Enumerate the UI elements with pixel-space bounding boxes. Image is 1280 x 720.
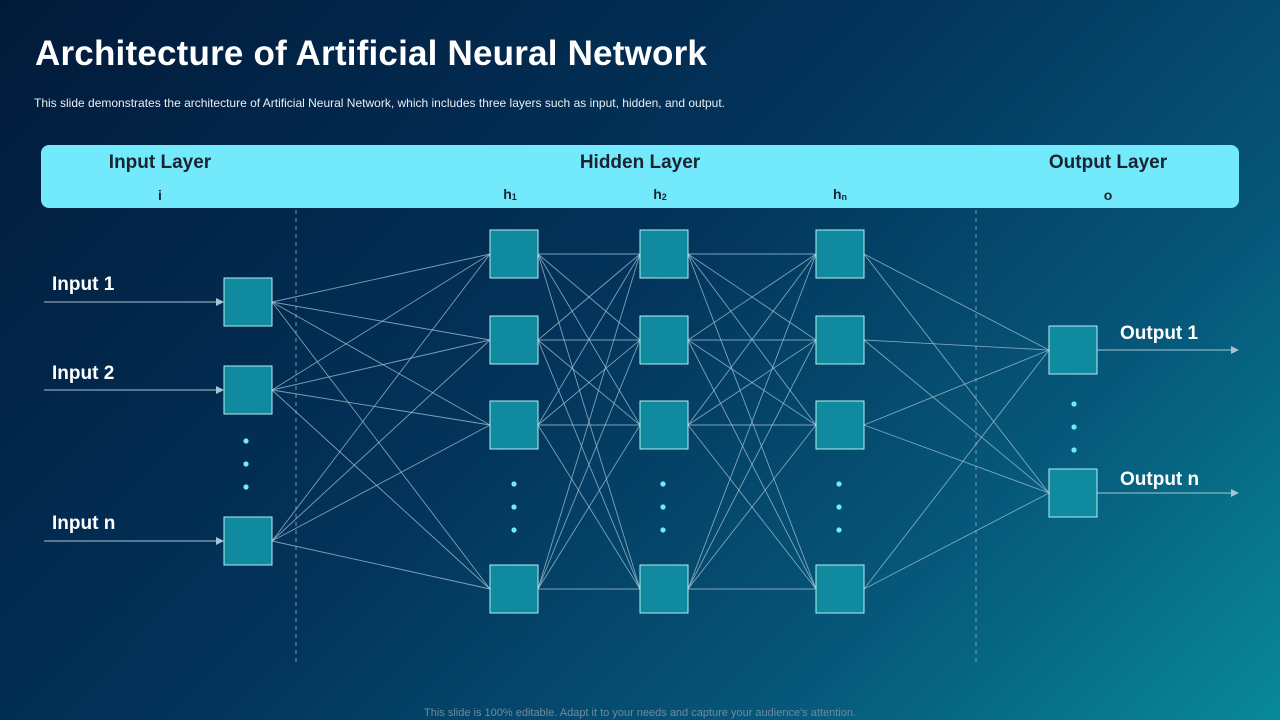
input-label-2: Input 2 (52, 363, 115, 384)
connection-hn-1-to-output-1 (863, 253, 1050, 351)
h2-node-3 (639, 400, 689, 450)
connection-hn-4-to-output-2 (863, 492, 1050, 590)
slide-footer: This slide is 100% editable. Adapt it to… (424, 707, 856, 719)
connection-input-1-to-h1-1 (271, 253, 491, 303)
connection-hn-3-to-output-1 (863, 349, 1050, 426)
connection-h1-3-to-h2-1 (537, 253, 641, 426)
hn-node-4 (815, 564, 865, 614)
connection-input-2-to-h1-4 (271, 389, 491, 590)
connection-input-3-to-h1-2 (271, 339, 491, 542)
output-node-1 (1048, 325, 1098, 375)
layer-header-bar (41, 145, 1239, 208)
connection-hn-2-to-output-1 (863, 339, 1050, 351)
h1-ellipsis-dot-3 (511, 527, 517, 533)
connection-h1-4-to-h2-2 (537, 339, 641, 590)
hidden-layer-h2-symbol: h2 (653, 186, 667, 202)
connection-h2-3-to-hn-2 (687, 339, 817, 426)
hn-node-2 (815, 315, 865, 365)
input-ellipsis-dot-2 (243, 461, 249, 467)
connection-input-2-to-h1-1 (271, 253, 491, 391)
hn-ellipsis-dot-3 (836, 527, 842, 533)
input-ellipsis-dot-3 (243, 484, 249, 490)
connection-input-1-to-h1-2 (271, 301, 491, 341)
connection-hn-4-to-output-1 (863, 349, 1050, 590)
slide-subtitle: This slide demonstrates the architecture… (34, 96, 726, 110)
h1-node-1 (489, 229, 539, 279)
h1-node-2 (489, 315, 539, 365)
input-node-1 (223, 277, 273, 327)
connection-hn-3-to-output-2 (863, 424, 1050, 494)
connection-input-3-to-h1-3 (271, 424, 491, 542)
output-label-1: Output 1 (1120, 323, 1199, 344)
hidden-layer-hn-symbol: hn (832, 186, 848, 202)
input-ellipsis-dot-1 (243, 438, 249, 444)
output-ellipsis-dot-2 (1071, 424, 1077, 430)
input-layer-symbol: i (158, 187, 162, 203)
connection-h1-3-to-h2-2 (537, 339, 641, 426)
hidden-layer-title: Hidden Layer (579, 152, 701, 173)
hn-ellipsis-dot-1 (836, 481, 842, 487)
hn-node-3 (815, 400, 865, 450)
h2-node-1 (639, 229, 689, 279)
connection-hn-1-to-output-2 (863, 253, 1050, 494)
hn-ellipsis-dot-2 (836, 504, 842, 510)
connection-input-1-to-h1-4 (271, 301, 491, 590)
h1-ellipsis-dot-1 (511, 481, 517, 487)
connection-input-2-to-h1-3 (271, 389, 491, 426)
output-ellipsis-dot-3 (1071, 447, 1077, 453)
slide-title: Architecture of Artificial Neural Networ… (35, 34, 708, 73)
connection-input-3-to-h1-1 (271, 253, 491, 542)
connection-h1-4-to-h2-1 (537, 253, 641, 590)
h1-node-3 (489, 400, 539, 450)
h2-ellipsis-dot-2 (660, 504, 666, 510)
input-label-n: Input n (52, 513, 116, 534)
h2-node-4 (639, 564, 689, 614)
output-ellipsis-dot-1 (1071, 401, 1077, 407)
connection-input-1-to-h1-3 (271, 301, 491, 426)
connection-input-3-to-h1-4 (271, 540, 491, 590)
connection-h1-2-to-h2-1 (537, 253, 641, 341)
input-layer-title: Input Layer (108, 152, 212, 173)
input-node-2 (223, 365, 273, 415)
connection-input-2-to-h1-2 (271, 339, 491, 391)
connection-hn-2-to-output-2 (863, 339, 1050, 494)
connection-h2-3-to-hn-1 (687, 253, 817, 426)
output-layer-symbol: o (1103, 187, 1113, 203)
connection-h2-4-to-hn-3 (687, 424, 817, 590)
input-node-3 (223, 516, 273, 566)
h1-ellipsis-dot-2 (511, 504, 517, 510)
connection-h2-2-to-hn-1 (687, 253, 817, 341)
output-label-n: Output n (1120, 469, 1200, 490)
hidden-layer-h1-symbol: h1 (503, 186, 517, 202)
h2-node-2 (639, 315, 689, 365)
connection-h2-4-to-hn-2 (687, 339, 817, 590)
connection-h1-4-to-h2-3 (537, 424, 641, 590)
connection-h2-4-to-hn-1 (687, 253, 817, 590)
hn-node-1 (815, 229, 865, 279)
h1-node-4 (489, 564, 539, 614)
input-label-1: Input 1 (52, 274, 115, 295)
output-node-2 (1048, 468, 1098, 518)
h2-ellipsis-dot-3 (660, 527, 666, 533)
output-layer-title: Output Layer (1048, 152, 1168, 173)
h2-ellipsis-dot-1 (660, 481, 666, 487)
